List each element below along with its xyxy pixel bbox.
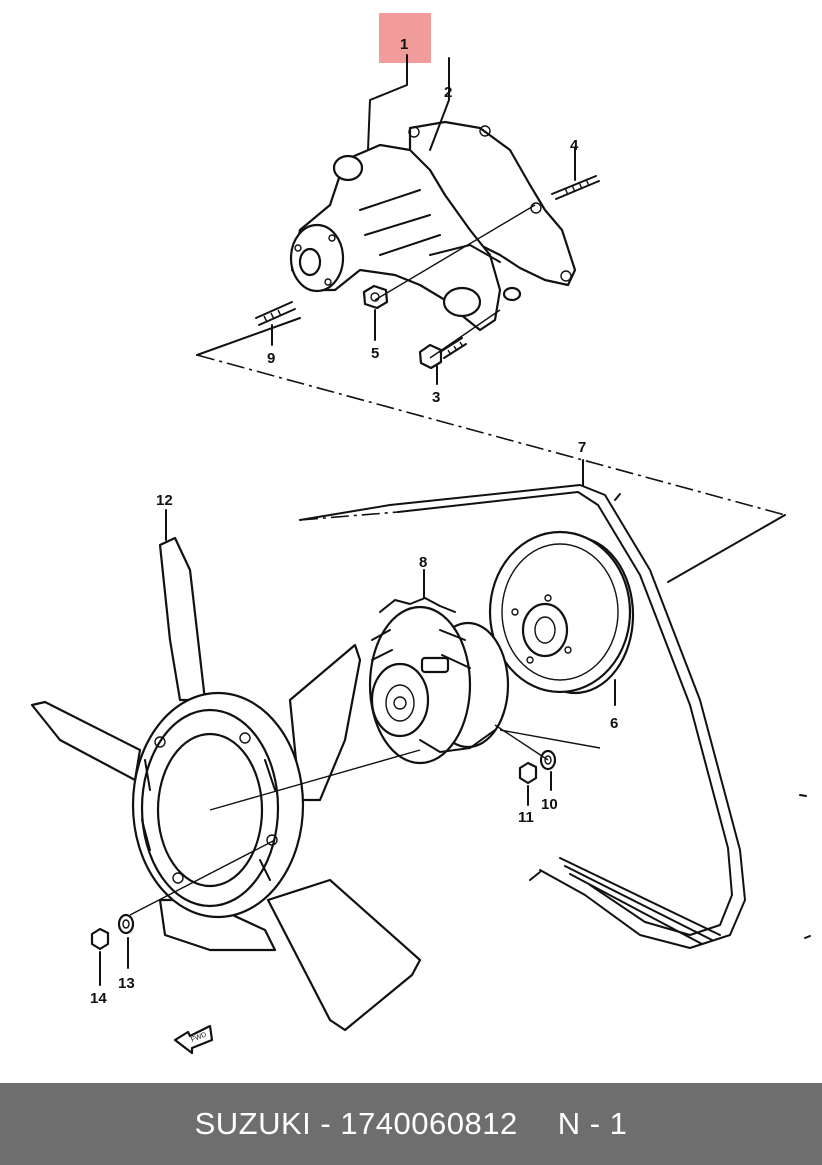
callout-6: 6 xyxy=(610,715,618,732)
callout-11: 11 xyxy=(518,809,534,826)
callout-13: 13 xyxy=(118,975,135,992)
water-pump-assembly xyxy=(289,120,577,332)
callout-12: 12 xyxy=(156,492,173,509)
fan-clutch-8 xyxy=(368,597,510,765)
callout-3: 3 xyxy=(432,389,440,406)
nut-5 xyxy=(362,284,389,310)
stud-bolt-4 xyxy=(551,175,600,200)
bolt-3 xyxy=(418,337,467,370)
callout-5: 5 xyxy=(371,345,379,362)
callout-9: 9 xyxy=(267,350,275,367)
parts-diagram: FWD 1 2 3 4 5 6 7 8 9 10 11 12 13 14 xyxy=(30,13,811,1055)
footer-separator: - xyxy=(320,1106,332,1141)
stud-9 xyxy=(255,301,296,326)
pump-body xyxy=(290,143,502,332)
callout-1: 1 xyxy=(400,36,408,53)
callout-14: 14 xyxy=(90,990,107,1007)
diagram-reference: N - 1 xyxy=(557,1106,628,1141)
washer-13 xyxy=(117,913,135,935)
pulley-6 xyxy=(488,530,635,695)
brand-name: SUZUKI xyxy=(194,1106,312,1141)
nut-11 xyxy=(518,761,538,785)
part-number: 1740060812 xyxy=(340,1106,518,1141)
callout-4: 4 xyxy=(570,137,579,154)
callout-1-highlight xyxy=(379,13,431,63)
callout-8: 8 xyxy=(419,554,427,571)
fwd-arrow-icon: FWD xyxy=(173,1024,214,1055)
part-info-footer: SUZUKI - 1740060812 N - 1 xyxy=(0,1083,822,1165)
callout-7: 7 xyxy=(578,439,586,456)
v-belt-7 xyxy=(299,484,746,949)
callout-10: 10 xyxy=(541,796,558,813)
callout-2: 2 xyxy=(444,84,452,101)
cooling-fan-12 xyxy=(30,536,422,1032)
nut-14 xyxy=(90,927,110,951)
